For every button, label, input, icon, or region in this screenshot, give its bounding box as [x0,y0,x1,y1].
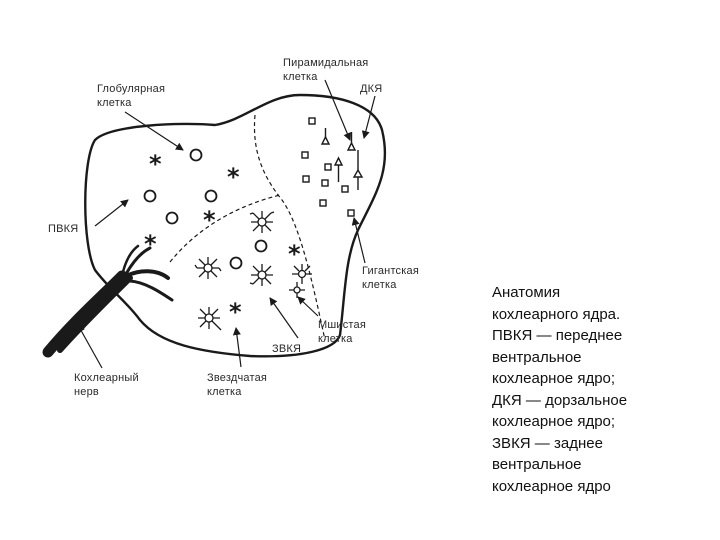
caption-line: ДКЯ — дорзальное [492,391,628,409]
caption-line: Анатомия [492,284,561,301]
leader-arrows [77,79,376,369]
label-octopus-2: клетка [318,333,353,345]
caption-line: ЗВКЯ — заднее [492,434,603,452]
label-pyramidal-2: клетка [283,71,318,83]
cochlear-nerve [42,244,174,358]
label-giant-2: клетка [362,279,397,291]
label-globular-2: клетка [97,97,132,109]
boundary-ventral [169,194,281,263]
label-pyramidal-1: Пирамидальная [283,57,368,69]
caption-line: кохлеарное ядро; [492,413,616,430]
caption-line: кохлеарное ядро [492,477,611,495]
label-globular-1: Глобулярная [97,83,165,95]
nucleus-outline [84,93,387,358]
label-stellate-1: Звездчатая [207,372,267,384]
label-giant-1: Гигантская [362,265,419,277]
globular-cells [143,148,268,270]
svg-text:*: * [229,298,242,326]
label-pvcn: ЗВКЯ [272,343,301,355]
label-octopus-1: Мшистая [318,319,366,331]
svg-text:*: * [227,163,240,191]
caption-line: кохлеарного ядра. [492,305,621,323]
label-nerve-2: нерв [74,386,99,398]
figure-caption: Анатомия кохлеарного ядра. ПВКЯ — передн… [492,282,712,497]
label-avcn: ПВКЯ [48,223,78,235]
caption-line: вентральное [492,348,582,366]
label-dcn: ДКЯ [360,83,382,95]
svg-text:*: * [149,150,162,178]
dcn-square-cells [301,117,355,217]
svg-text:*: * [288,240,301,268]
diagram-labels: Глобулярная клетка Пирамидальная клетка … [48,57,419,398]
caption-line: кохлеарное ядро; [492,370,616,387]
label-nerve-1: Кохлеарный [74,372,139,384]
svg-text:*: * [144,230,157,258]
caption-line: ПВКЯ — переднее [492,327,623,344]
asterisk-markers: * * * * * * [144,150,301,326]
pyramidal-cells [320,128,364,190]
caption-line: вентральное [492,456,582,473]
stellate-cells [194,211,312,331]
boundary-dorsal [253,114,326,341]
label-stellate-2: клетка [207,386,242,398]
svg-text:*: * [203,206,216,234]
